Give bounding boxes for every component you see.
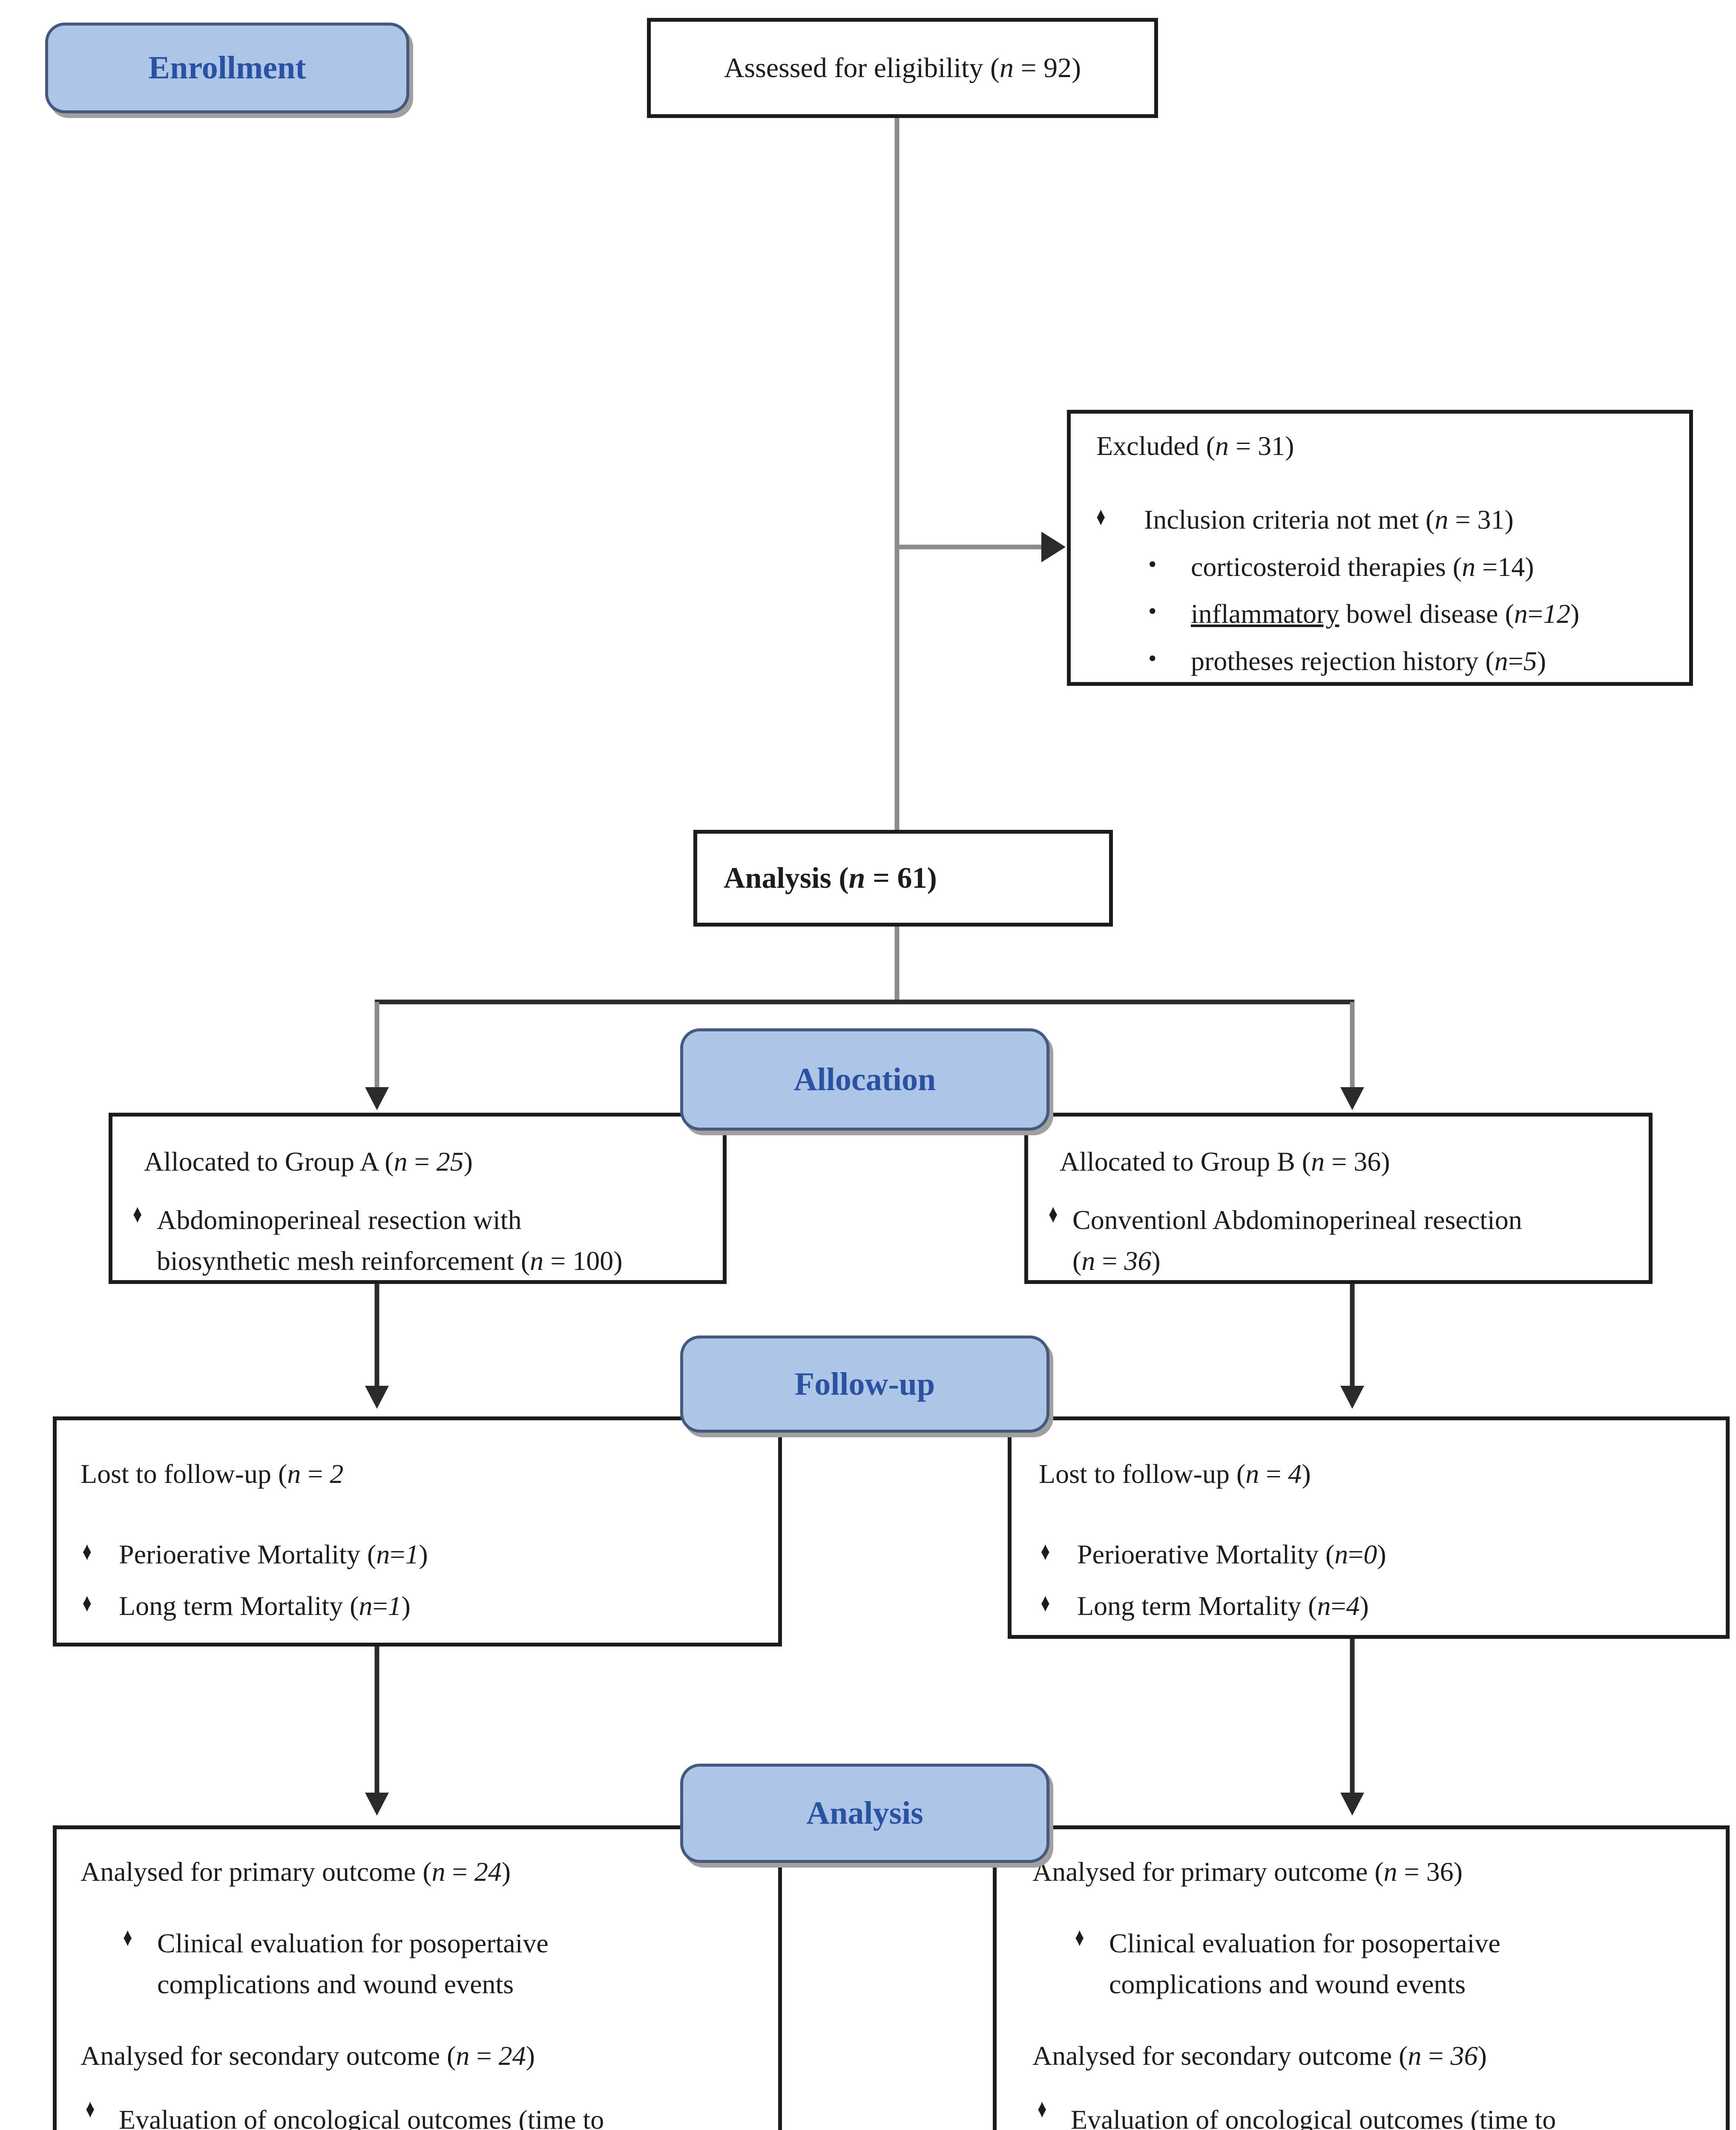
box-analysis-n61: Analysis (n = 61) xyxy=(693,830,1113,927)
diamond-bullet-icon: ♦ xyxy=(86,2094,95,2123)
diamond-bullet-icon: ♦ xyxy=(123,1923,132,1952)
analysis-b-oncological-row: ♦ Evaluation of oncological outcomes (ti… xyxy=(1032,2094,1710,2130)
stage-badge-enrollment: Enrollment xyxy=(45,23,409,113)
group-b-bullet-text: Conventionl Abdominoperineal resection(n… xyxy=(1072,1204,1522,1276)
dot-bullet-icon: • xyxy=(1148,551,1157,578)
excluded-bullet-text: Inclusion criteria not met (n = 31) xyxy=(1144,504,1514,535)
box-analysis-group-a: Analysed for primary outcome (n = 24) ♦ … xyxy=(53,1825,782,2130)
arrowhead-down-icon xyxy=(1340,1386,1364,1409)
analysis-b-primary: Analysed for primary outcome (n = 36) xyxy=(1032,1857,1463,1887)
excluded-sub-text: corticosteroid therapies (n =14) xyxy=(1191,551,1534,582)
diamond-bullet-icon: ♦ xyxy=(1038,2094,1047,2123)
analysis-a-oncological-text: Evaluation of oncological outcomes (time… xyxy=(119,2104,604,2130)
stage-badge-followup: Follow-up xyxy=(680,1336,1049,1433)
diamond-bullet-icon: ♦ xyxy=(1075,1923,1084,1952)
stage-badge-analysis: Analysis xyxy=(680,1764,1049,1863)
group-b-bullet-row: ♦ Conventionl Abdominoperineal resection… xyxy=(1049,1199,1638,1281)
followup-a-bullet-text: Long term Mortality (n=1) xyxy=(119,1590,411,1621)
arrowhead-down-icon xyxy=(365,1087,389,1110)
stage-label: Allocation xyxy=(793,1061,936,1097)
followup-a-bullet-row: ♦ Perioerative Mortality (n=1) xyxy=(80,1535,767,1574)
excluded-sub-text: inflammatory bowel disease (n=12) xyxy=(1191,599,1580,629)
assessed-text: Assessed for eligibility (n = 92) xyxy=(724,52,1081,83)
diamond-bullet-icon: ♦ xyxy=(82,1588,92,1617)
group-b-title: Allocated to Group B (n = 36) xyxy=(1060,1146,1390,1177)
followup-b-bullets: ♦ Perioerative Mortality (n=0) ♦ Long te… xyxy=(1039,1535,1715,1626)
excluded-bullet-row: ♦ Inclusion criteria not met (n = 31) xyxy=(1096,500,1674,540)
stage-label: Analysis xyxy=(806,1795,923,1831)
arrowhead-down-icon xyxy=(365,1386,389,1409)
followup-b-bullet-text: Long term Mortality (n=4) xyxy=(1077,1590,1369,1621)
excluded-sub-row: • inflammatory bowel disease (n=12) xyxy=(1096,594,1674,634)
excluded-sub-row: • corticosteroid therapies (n =14) xyxy=(1096,547,1674,587)
followup-b-bullet-text: Perioerative Mortality (n=0) xyxy=(1077,1539,1386,1569)
followup-a-bullet-text: Perioerative Mortality (n=1) xyxy=(119,1539,428,1569)
group-a-title: Allocated to Group A (n = 25) xyxy=(144,1146,473,1177)
followup-b-bullet-row: ♦ Perioerative Mortality (n=0) xyxy=(1039,1535,1715,1574)
box-analysis-group-b: Analysed for primary outcome (n = 36) ♦ … xyxy=(993,1825,1730,2130)
arrowhead-right-icon xyxy=(1041,532,1066,562)
diamond-bullet-icon: ♦ xyxy=(1049,1199,1058,1228)
analysis-a-secondary: Analysed for secondary outcome (n = 24) xyxy=(80,2041,535,2071)
diamond-bullet-icon: ♦ xyxy=(1096,502,1106,531)
followup-b-bullet-row: ♦ Long term Mortality (n=4) xyxy=(1039,1586,1715,1626)
excluded-title: Excluded (n = 31) xyxy=(1096,431,1294,461)
diamond-bullet-icon: ♦ xyxy=(82,1537,92,1566)
followup-a-title: Lost to follow-up (n = 2 xyxy=(80,1459,344,1489)
analysis-a-oncological-row: ♦ Evaluation of oncological outcomes (ti… xyxy=(80,2094,763,2130)
stage-badge-allocation: Allocation xyxy=(680,1028,1049,1131)
followup-a-bullets: ♦ Perioerative Mortality (n=1) ♦ Long te… xyxy=(80,1535,767,1626)
arrowhead-down-icon xyxy=(1340,1793,1364,1816)
excluded-sub-text: protheses rejection history (n=5) xyxy=(1191,646,1546,676)
arrowhead-down-icon xyxy=(365,1793,389,1816)
diamond-bullet-icon: ♦ xyxy=(1040,1537,1050,1566)
diamond-bullet-icon: ♦ xyxy=(133,1199,142,1228)
dot-bullet-icon: • xyxy=(1148,598,1157,625)
box-followup-group-a: Lost to follow-up (n = 2 ♦ Perioerative … xyxy=(53,1416,782,1646)
box-allocated-group-a: Allocated to Group A (n = 25) ♦ Abdomino… xyxy=(109,1113,727,1284)
arrowhead-down-icon xyxy=(1340,1087,1364,1110)
followup-a-bullet-row: ♦ Long term Mortality (n=1) xyxy=(80,1586,767,1626)
stage-label: Enrollment xyxy=(148,50,306,86)
stage-label: Follow-up xyxy=(794,1366,935,1402)
analysis-b-oncological-text: Evaluation of oncological outcomes (time… xyxy=(1071,2104,1556,2130)
box-excluded: Excluded (n = 31) ♦ Inclusion criteria n… xyxy=(1067,410,1693,686)
analysis-a-primary: Analysed for primary outcome (n = 24) xyxy=(80,1857,511,1887)
dot-bullet-icon: • xyxy=(1148,645,1157,672)
box-allocated-group-b: Allocated to Group B (n = 36) ♦ Conventi… xyxy=(1024,1113,1653,1284)
excluded-sub-row: • protheses rejection history (n=5) xyxy=(1096,642,1674,681)
analysis-b-secondary: Analysed for secondary outcome (n = 36) xyxy=(1032,2041,1487,2071)
box-assessed-eligibility: Assessed for eligibility (n = 92) xyxy=(647,18,1158,118)
analysis-n-text: Analysis (n = 61) xyxy=(724,861,937,895)
box-followup-group-b: Lost to follow-up (n = 4) ♦ Perioerative… xyxy=(1008,1416,1730,1639)
diamond-bullet-icon: ♦ xyxy=(1040,1588,1050,1617)
followup-b-title: Lost to follow-up (n = 4) xyxy=(1039,1459,1311,1489)
